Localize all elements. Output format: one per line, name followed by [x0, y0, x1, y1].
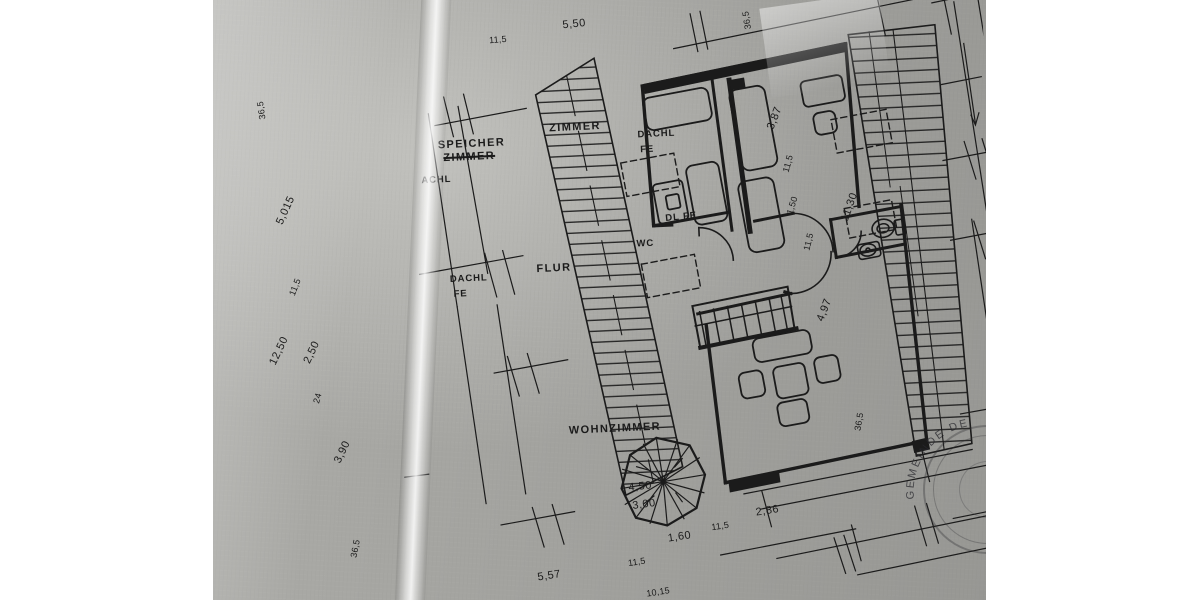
dimension-arrow — [963, 42, 980, 127]
staircase — [691, 285, 799, 351]
door-swings — [697, 212, 862, 295]
scanned-paper-sheet: SPEICHER ZIMMER ZIMMER FLUR WOHNZIMMER W… — [205, 0, 995, 600]
furniture-zimmer — [685, 74, 846, 254]
wc-fixtures — [856, 218, 907, 261]
letterbox-bar-right — [986, 0, 1200, 600]
dachflaechenfenster-boxes — [619, 108, 898, 299]
roof-hatch-left — [534, 56, 684, 497]
stamp-outer-text: GEMEINDE DE — [904, 417, 970, 500]
spiral-stair-turret — [620, 436, 707, 527]
window-openings — [643, 41, 931, 493]
furniture-wohnzimmer — [737, 329, 842, 428]
furniture-speicher — [642, 86, 713, 225]
letterbox-bar-left — [0, 0, 213, 600]
official-stamp-text: GEMEINDE DE — [904, 417, 970, 500]
stamp-outer-textpath: GEMEINDE DE — [904, 417, 967, 500]
roof-hatch-right — [847, 23, 973, 458]
dimension-lines-top — [672, 0, 983, 53]
